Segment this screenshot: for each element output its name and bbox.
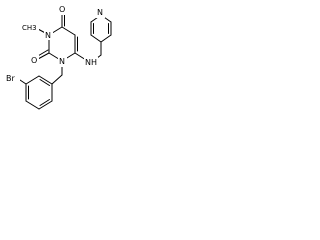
atom-n-bottom: N — [59, 57, 65, 66]
benzene-bond-3 — [25, 100, 40, 110]
label-bg-n-pyridine — [96, 8, 105, 18]
benzene-bond-2-double — [39, 99, 50, 106]
pyridylmethylamino-group — [90, 14, 112, 63]
label-bg-n-ring — [44, 30, 53, 40]
bond-c5-c4 — [61, 26, 76, 36]
molecule-drawing: O N N CH3 O NH N Br — [5, 5, 112, 110]
pyridine-bond-1 — [100, 34, 112, 43]
atom-br: Br — [6, 74, 15, 83]
atom-methyl: CH3 — [22, 24, 37, 32]
label-bg-br — [5, 73, 20, 83]
atom-o-top: O — [59, 5, 65, 14]
label-bg-nh — [84, 57, 98, 67]
label-bg-n-bottom — [58, 57, 67, 67]
atom-labels: O N N CH3 O NH N Br — [5, 5, 105, 83]
chemical-structure-canvas: O N N CH3 O NH N Br — [0, 0, 122, 136]
benzene-bond-6-double — [39, 79, 50, 86]
atom-o-left: O — [31, 56, 37, 65]
label-bg-o-left — [30, 55, 39, 65]
benzene-bond-6 — [38, 75, 53, 85]
benzene-bond-5 — [25, 75, 40, 85]
label-bg-o-top — [58, 5, 67, 15]
pyridine-bond-6 — [90, 34, 102, 43]
benzene-bond-2 — [38, 100, 53, 110]
bond-c2-o — [37, 52, 50, 60]
bond-ch2-benzene — [51, 74, 63, 85]
atom-n-pyridine: N — [97, 8, 103, 17]
bromobenzyl-group — [16, 74, 63, 110]
atom-n-ring: N — [45, 31, 51, 40]
label-bg-methyl — [21, 22, 39, 33]
atom-nh-linker: NH — [85, 58, 97, 67]
